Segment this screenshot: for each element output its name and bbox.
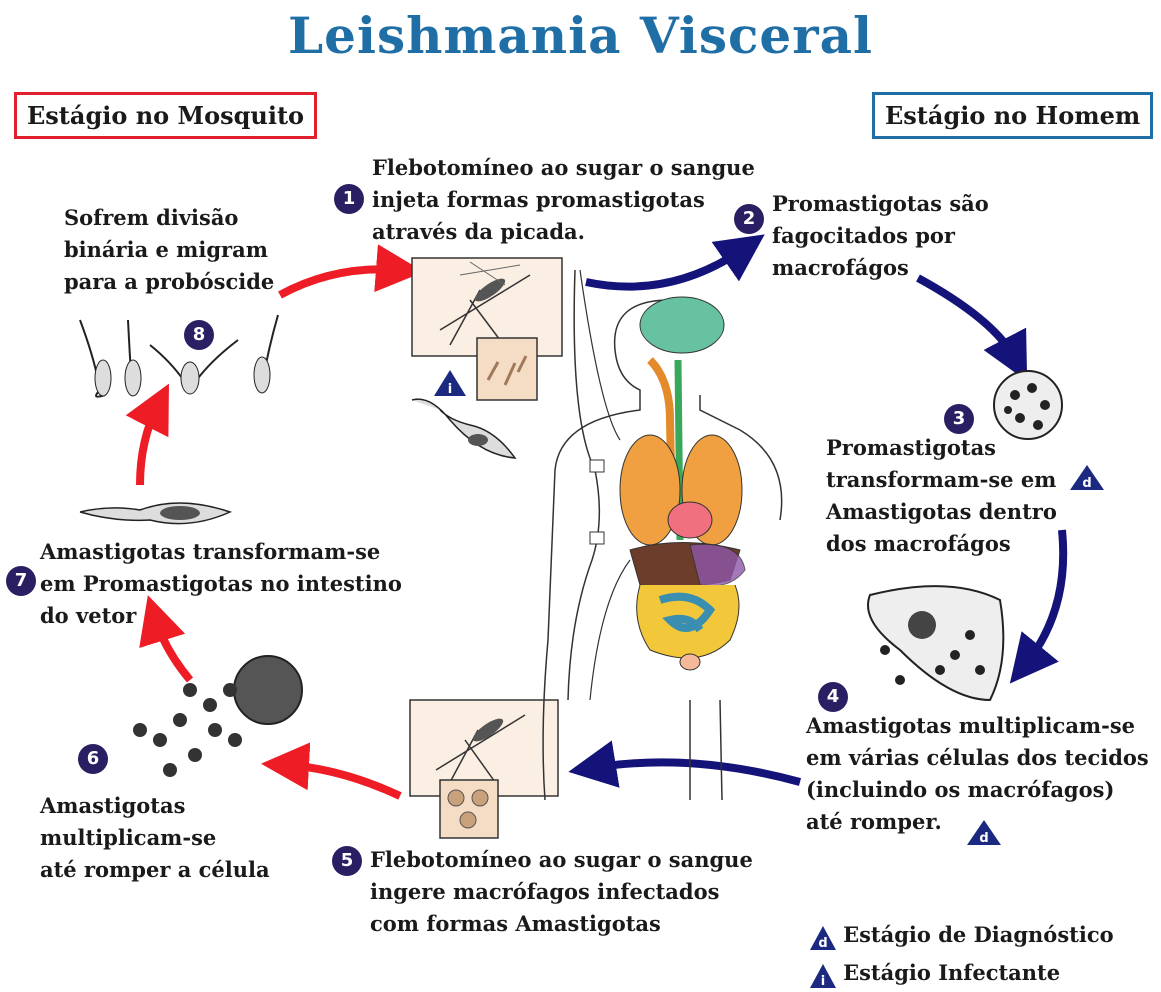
step-8-line-1: Sofrem divisão (64, 202, 274, 234)
step-5-line-1: Flebotomíneo ao sugar o sangue (370, 844, 753, 876)
step-5-line-2: ingere macrófagos infectados (370, 876, 753, 908)
dividing-promastigotes (80, 315, 278, 397)
step-6-line-3: até romper a célula (40, 854, 270, 886)
svg-text:i: i (821, 974, 825, 989)
infective-triangle-icon: i (808, 962, 838, 990)
step-5-line-3: com formas Amastigotas (370, 908, 753, 940)
diagnostic-triangle-icon: d (808, 924, 838, 952)
step-6-badge: 6 (78, 744, 108, 774)
step-3-line-1: Promastigotas (826, 432, 1057, 464)
step-8-line-2: binária e migram (64, 234, 274, 266)
mosquito-bite-panel-bottom (410, 700, 558, 838)
step-4-line-1: Amastigotas multiplicam-se (806, 710, 1149, 742)
step-5-text: Flebotomíneo ao sugar o sangue ingere ma… (370, 844, 753, 940)
promastigote-in-vector (80, 503, 230, 524)
infective-stage-marker-icon: i (434, 370, 466, 397)
step-4-line-2: em várias células dos tecidos (806, 742, 1149, 774)
step-6-line-2: multiplicam-se (40, 822, 270, 854)
ruptured-cell-amastigotes (133, 656, 302, 777)
legend-infective-label: Estágio Infectante (843, 960, 1060, 985)
step-7-text: Amastigotas transformam-se em Promastigo… (40, 536, 402, 632)
infected-tissue-cell (868, 586, 1003, 700)
arrow-step5-to-6 (285, 765, 400, 796)
step-2-badge: 2 (734, 204, 764, 234)
arrow-step7-to-8 (140, 405, 158, 485)
step-1-badge: 1 (334, 184, 364, 214)
step-2-line-2: fagocitados por (772, 220, 989, 252)
arrow-step2-to-3 (918, 278, 1016, 360)
step-2-line-3: macrofágos (772, 252, 989, 284)
human-body-illustration (543, 270, 782, 800)
mosquito-bite-panel-top (412, 258, 562, 400)
step-8-line-3: para a probóscide (64, 266, 274, 298)
legend-diagnostic-label: Estágio de Diagnóstico (843, 922, 1114, 947)
macrophage-with-promastigotes (994, 371, 1062, 439)
step-4-text: Amastigotas multiplicam-se em várias cél… (806, 710, 1149, 838)
step-4-line-4: até romper. (806, 806, 1149, 838)
step-4-line-3: (incluindo os macrófagos) (806, 774, 1149, 806)
step-6-line-1: Amastigotas (40, 790, 270, 822)
step-3-line-3: Amastigotas dentro (826, 496, 1057, 528)
step-3-line-4: dos macrofágos (826, 528, 1057, 560)
step-3-text: Promastigotas transformam-se em Amastigo… (826, 432, 1057, 560)
step-3-line-2: transformam-se em (826, 464, 1057, 496)
step-1-line-3: através da picada. (372, 216, 755, 248)
step-8-badge: 8 (184, 320, 214, 350)
arrow-step1-to-2 (586, 248, 745, 287)
step-7-line-3: do vetor (40, 600, 402, 632)
promastigote-injected (412, 399, 515, 458)
step-2-text: Promastigotas são fagocitados por macrof… (772, 188, 989, 284)
legend-infective: i Estágio Infectante (808, 960, 1060, 990)
legend-diagnostic: d Estágio de Diagnóstico (808, 922, 1114, 952)
step-7-badge: 7 (6, 566, 36, 596)
step-1-line-1: Flebotomíneo ao sugar o sangue (372, 152, 755, 184)
step-7-line-1: Amastigotas transformam-se (40, 536, 402, 568)
step-8-text: Sofrem divisão binária e migram para a p… (64, 202, 274, 298)
step-4-badge: 4 (818, 682, 848, 712)
step-6-text: Amastigotas multiplicam-se até romper a … (40, 790, 270, 886)
step-7-line-2: em Promastigotas no intestino (40, 568, 402, 600)
svg-text:i: i (448, 382, 452, 397)
arrow-step8-to-1 (280, 269, 400, 295)
step-3-badge: 3 (944, 404, 974, 434)
svg-text:d: d (818, 936, 827, 951)
arrow-step4-to-5 (592, 762, 800, 782)
step-1-text: Flebotomíneo ao sugar o sangue injeta fo… (372, 152, 755, 248)
step-2-line-1: Promastigotas são (772, 188, 989, 220)
step-1-line-2: injeta formas promastigotas (372, 184, 755, 216)
diagnostic-stage-marker-icon-3: d (1070, 465, 1104, 491)
step-5-badge: 5 (332, 846, 362, 876)
svg-text:d: d (1082, 476, 1091, 491)
